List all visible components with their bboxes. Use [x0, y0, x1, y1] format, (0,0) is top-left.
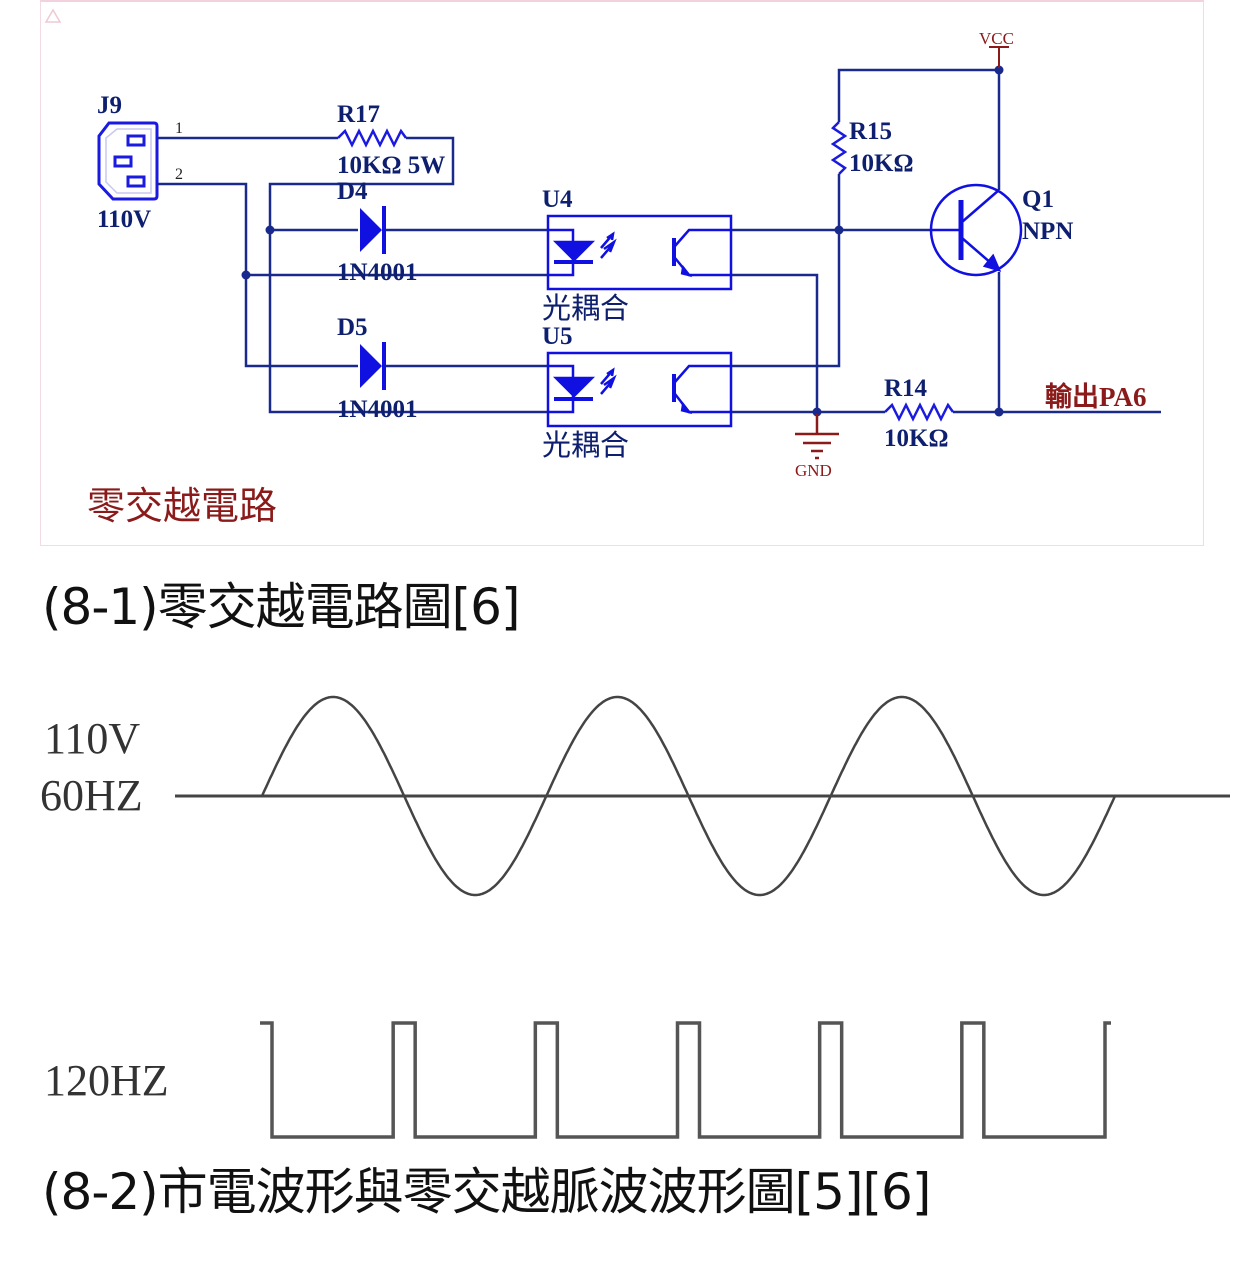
schematic-title: 零交越電路: [87, 486, 277, 528]
transistor-q1: [929, 183, 1023, 277]
figure-caption-8-1: (8-1)零交越電路圖[6]: [42, 578, 521, 636]
warning-triangle-icon: [44, 8, 62, 23]
pulse-wave: [260, 1021, 1111, 1139]
d5-ref: D5: [337, 314, 368, 341]
output-label: 輸出PA6: [1045, 381, 1147, 412]
r15-value: 10KΩ: [849, 150, 913, 177]
sine-wave: [260, 695, 1117, 897]
resistor-r14: [884, 402, 955, 422]
sine-label-frequency: 60HZ: [40, 771, 143, 820]
r14-value: 10KΩ: [884, 425, 948, 452]
u4-value: 光耦合: [542, 292, 629, 325]
gnd-symbol: [795, 414, 839, 460]
r17-value: 10KΩ 5W: [337, 152, 445, 179]
optocoupler-u4: [546, 214, 733, 291]
waveform-drawing: 110V 60HZ 120HZ: [40, 695, 1230, 1139]
u4-ref: U4: [542, 186, 573, 213]
pulse-label-frequency: 120HZ: [44, 1056, 169, 1105]
r15-ref: R15: [849, 118, 892, 145]
sine-label-voltage: 110V: [44, 714, 140, 763]
u5-value: 光耦合: [542, 429, 629, 462]
gnd-label: GND: [795, 461, 832, 480]
wires: [157, 68, 1161, 414]
schematic-drawing: J9 110V 1 2 R17 10KΩ 5W D4 1N4001: [44, 8, 1161, 528]
junction-dots: [241, 65, 1004, 417]
schematic-panel: J9 110V 1 2 R17 10KΩ 5W D4 1N4001: [40, 0, 1204, 546]
j9-value: 110V: [97, 206, 151, 233]
u5-ref: U5: [542, 323, 573, 350]
resistor-r17: [337, 128, 408, 148]
d4-ref: D4: [337, 178, 368, 205]
diode-d5: [360, 342, 386, 390]
j9-ref: J9: [97, 92, 122, 119]
r14-ref: R14: [884, 375, 928, 402]
optocoupler-u5: [546, 351, 733, 428]
pin2-label: 2: [175, 166, 183, 183]
figure-caption-8-2: (8-2)市電波形與零交越脈波波形圖[5][6]: [42, 1163, 931, 1221]
vcc-label: VCC: [979, 29, 1014, 48]
r17-ref: R17: [337, 101, 380, 128]
d5-value: 1N4001: [337, 396, 418, 423]
ac-connector-j9: [97, 121, 159, 201]
diode-d4: [360, 206, 386, 254]
resistor-r15: [830, 121, 848, 175]
d4-value: 1N4001: [337, 259, 418, 286]
pin1-label: 1: [175, 120, 183, 137]
q1-value: NPN: [1022, 218, 1073, 245]
vcc-symbol: [989, 46, 1009, 68]
q1-ref: Q1: [1022, 186, 1054, 213]
